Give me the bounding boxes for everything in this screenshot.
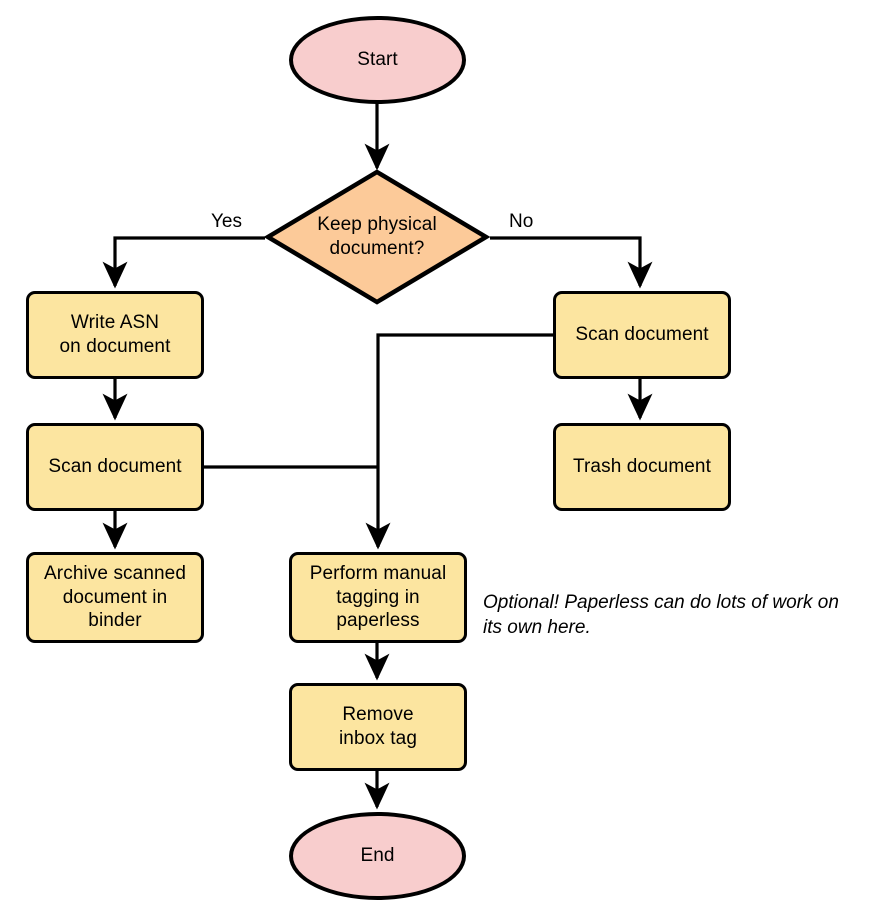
- remove-inbox-line1: Remove: [342, 704, 414, 726]
- node-end-label: End: [360, 845, 395, 867]
- node-keep-physical-document-decision[interactable]: Keep physical document?: [264, 168, 490, 306]
- node-tagging-label: Perform manual tagging in paperless: [310, 562, 447, 634]
- node-keep-physical-document-label: Keep physical document?: [317, 213, 437, 261]
- node-write-asn-label: Write ASN on document: [60, 311, 171, 359]
- edge-label-no: No: [509, 211, 534, 232]
- tagging-line3: paperless: [336, 610, 420, 632]
- decision-diamond-shape: [264, 169, 490, 305]
- edge-scanright-to-tagging: [365, 333, 553, 550]
- remove-inbox-line2: inbox tag: [338, 728, 417, 749]
- node-perform-manual-tagging[interactable]: Perform manual tagging in paperless: [289, 552, 467, 643]
- node-scan-document-right[interactable]: Scan document: [553, 291, 731, 379]
- edge-label-yes: Yes: [211, 211, 242, 232]
- optional-note: Optional! Paperless can do lots of work …: [483, 590, 883, 640]
- decision-label-line1: Keep physical: [317, 214, 437, 236]
- node-remove-inbox-label: Remove inbox tag: [339, 703, 417, 751]
- node-trash-document-label: Trash document: [573, 456, 711, 478]
- write-asn-line1: Write ASN: [70, 312, 160, 334]
- node-remove-inbox-tag[interactable]: Remove inbox tag: [289, 683, 467, 771]
- node-scan-document-left[interactable]: Scan document: [26, 423, 204, 511]
- node-trash-document[interactable]: Trash document: [553, 423, 731, 511]
- archive-line1: Archive scanned: [44, 562, 186, 584]
- optional-note-line1: Optional! Paperless can do lots of work …: [483, 592, 839, 613]
- node-archive-label: Archive scanned document in binder: [44, 562, 186, 634]
- tagging-line1: Perform manual: [309, 562, 447, 584]
- node-archive-scanned-document[interactable]: Archive scanned document in binder: [26, 552, 204, 643]
- optional-note-line2: its own here.: [483, 617, 591, 639]
- tagging-line2: tagging in: [336, 586, 420, 608]
- node-scan-document-left-label: Scan document: [48, 456, 182, 478]
- node-end[interactable]: End: [289, 812, 466, 900]
- node-start-label: Start: [357, 49, 398, 71]
- node-scan-document-right-label: Scan document: [575, 324, 709, 346]
- archive-line2: document in: [62, 586, 168, 608]
- edge-decision-yes: [102, 236, 265, 289]
- write-asn-line2: on document: [59, 336, 171, 357]
- decision-label-line2: document?: [329, 238, 425, 259]
- node-write-asn-on-document[interactable]: Write ASN on document: [26, 291, 204, 379]
- node-start[interactable]: Start: [289, 16, 466, 104]
- edge-decision-no: [490, 236, 653, 289]
- archive-line3: binder: [88, 610, 142, 632]
